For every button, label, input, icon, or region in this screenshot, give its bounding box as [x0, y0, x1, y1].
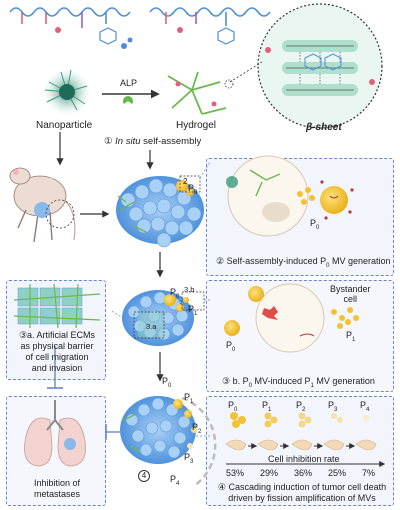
- panel4-rate-0: 53%: [226, 468, 245, 478]
- center-p1-bottom: P1: [184, 392, 194, 405]
- panel2-artwork: [226, 155, 354, 237]
- center-box2-label: 2: [183, 177, 188, 186]
- center-p2-bottom: P2: [192, 422, 202, 435]
- panel4-rate-title: Cell inhibition rate: [268, 454, 340, 464]
- panel4-p2: P2: [296, 400, 306, 413]
- center-box3b-label: 3.b: [184, 285, 195, 294]
- panel4-rate-1: 29%: [260, 468, 279, 478]
- tumor-cluster-3: [120, 396, 197, 464]
- peptide-chain-left: [9, 7, 131, 28]
- hydrogel-graphic: [167, 71, 227, 115]
- mv-cascade-arc: [181, 396, 217, 487]
- center-p0-mid: P0: [170, 287, 180, 300]
- link-to-panel2: [199, 161, 211, 179]
- step1-caption: ① In situ self-assembly: [104, 136, 201, 147]
- tumor-cluster-2: [122, 290, 194, 346]
- tumor-zoom-circle: [45, 199, 75, 229]
- panel4-p1: P1: [262, 400, 272, 413]
- panel3b-artwork: [224, 283, 359, 353]
- panel3b-number: ③: [222, 376, 231, 386]
- panel3b-caption: ③ b. P0 MV-induced P1 MV generation: [222, 376, 375, 389]
- panel4-p4: P4: [360, 400, 370, 413]
- hydroxyl-phenyl: [177, 27, 235, 45]
- step1-prefix: In situ: [115, 136, 141, 147]
- zoom-guide-line: [229, 61, 263, 83]
- zoom-origin: [224, 79, 234, 89]
- panel2-number: ②: [216, 256, 225, 266]
- center-p0-bottom: P0: [162, 376, 172, 389]
- mouse-illustration: [9, 167, 76, 243]
- beta-sheet-label: β-sheet: [306, 122, 342, 133]
- hydrogel-label: Hydrogel: [176, 120, 217, 131]
- center-p3-bottom: P3: [184, 452, 194, 465]
- panel4-artwork: [225, 412, 386, 467]
- alp-arrow: [102, 89, 160, 104]
- panel3b-p0-label: P0: [226, 340, 236, 353]
- panel4-rate-4: 7%: [362, 468, 376, 478]
- nanoparticle-label: Nanoparticle: [36, 120, 93, 131]
- box-marker-p0-p1: [181, 291, 205, 311]
- alp-label: ALP: [120, 78, 138, 88]
- box-marker-2: [179, 175, 201, 193]
- center-box3a-label: 3.a: [146, 322, 157, 331]
- beta-sheet-zoom: [257, 3, 383, 129]
- center-p1-mid: P1: [188, 304, 198, 317]
- panel3a-number: ③: [18, 330, 28, 340]
- panel4-rate-2: 36%: [294, 468, 313, 478]
- panel3a-caption: ③a. Artificial ECMs as physical barrier …: [18, 330, 96, 373]
- phosphate-group: [55, 27, 133, 49]
- lung-illustration: [24, 400, 86, 467]
- panel4-number: ④: [217, 482, 226, 492]
- center-p0-top: P0: [188, 183, 198, 196]
- panel4-caption: ④ Cascading induction of tumor cell deat…: [217, 482, 387, 503]
- center-p4-bottom: P4: [170, 474, 180, 487]
- panel3b-p1-label: P1: [346, 330, 356, 343]
- step1-number: ①: [104, 136, 113, 147]
- panel4-p3: P3: [328, 400, 338, 413]
- step1-suffix: self-assembly: [140, 136, 202, 147]
- panel4-p0: P0: [228, 400, 238, 413]
- center-step4-number: 4: [138, 470, 150, 482]
- peptide-chain-right: [149, 7, 271, 26]
- panel4-rate-3: 25%: [328, 468, 347, 478]
- nanoparticle-graphic: [43, 68, 91, 116]
- panel2-caption: ② Self-assembly-induced P0 MV generation: [216, 256, 391, 269]
- panel2-p0-label: P0: [310, 218, 320, 231]
- panel3a-artwork: [13, 283, 101, 329]
- link-to-panel3a: [109, 309, 135, 326]
